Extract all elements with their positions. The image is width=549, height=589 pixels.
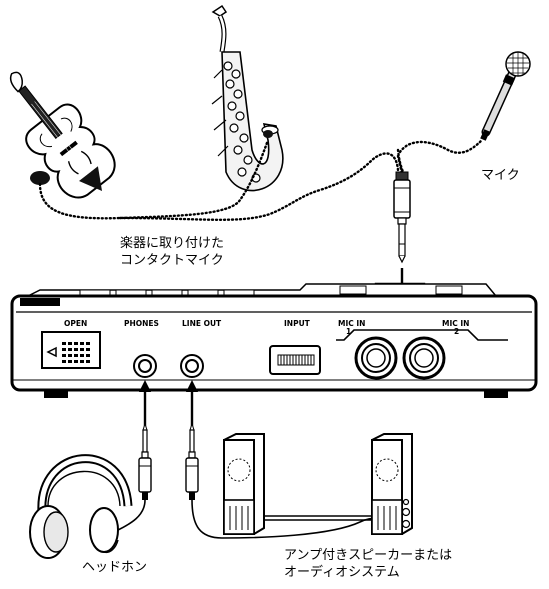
line-out-plug <box>185 422 199 500</box>
jack-plug-icon <box>393 171 411 264</box>
output-arrows <box>139 380 198 430</box>
input-label: INPUT <box>284 319 311 328</box>
speaker-link-cable <box>264 515 372 521</box>
mic-label: マイク <box>481 168 520 183</box>
violin-icon <box>9 71 116 199</box>
mic-in-1-label: MIC IN <box>338 319 365 328</box>
open-label: OPEN <box>64 319 87 328</box>
contact-mic-sax <box>263 130 273 138</box>
contact-mic-label-line2: コンタクトマイク <box>120 253 224 268</box>
line-out-label: LINE OUT <box>182 319 222 328</box>
speakers-label-line1: アンプ付きスピーカーまたは <box>284 548 453 563</box>
headphones-label: ヘッドホン <box>82 560 148 575</box>
mic-in-1-number: 1 <box>346 327 351 336</box>
speaker-icon <box>371 433 413 535</box>
microphone-icon <box>480 51 531 141</box>
speakers-label-line2: オーディオシステム <box>284 565 400 580</box>
line-out-jack[interactable] <box>180 354 204 378</box>
contact-mic-violin <box>30 171 50 185</box>
saxophone-icon <box>211 4 284 192</box>
phones-label: PHONES <box>124 319 159 328</box>
mic-in-2-socket[interactable] <box>402 336 446 380</box>
mic-in-2-number: 2 <box>454 327 459 336</box>
mic-in-housing <box>336 329 508 341</box>
mic-in-2-label: MIC IN <box>442 319 469 328</box>
open-slot[interactable] <box>41 331 101 369</box>
input-volume-wheel[interactable] <box>269 345 321 375</box>
headphones-icon <box>29 454 133 559</box>
phones-jack[interactable] <box>133 354 157 378</box>
headphone-plug <box>138 422 152 500</box>
mic-in-1-socket[interactable] <box>354 336 398 380</box>
contact-mic-label-line1: 楽器に取り付けた <box>120 236 225 251</box>
speaker-icon <box>223 433 265 535</box>
